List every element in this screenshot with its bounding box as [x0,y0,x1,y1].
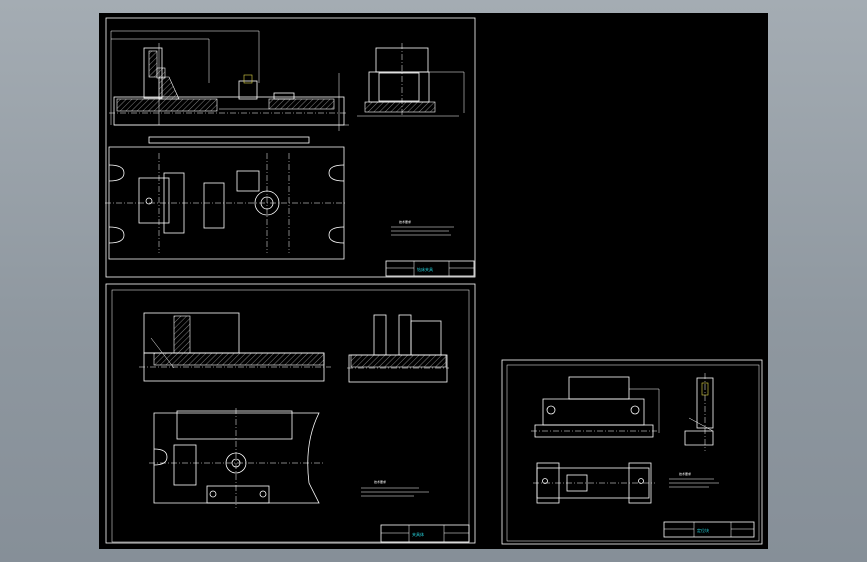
sheet-1-top-view [105,136,347,260]
sheet-1-title-text: 钻床夹具 [417,266,433,272]
sheet-3-title-text: 定位块 [697,527,709,533]
sheet-1-title-block: 钻床夹具 [385,260,475,277]
sheet-1-notes: 技术要求 [391,219,454,236]
sheet-3-border [501,359,763,545]
cad-drawing-canvas[interactable]: 技术要求 钻床夹具 [99,13,768,549]
sheet-2-title-text: 夹具体 [412,531,424,537]
drawing-svg: 技术要求 钻床夹具 [105,17,763,545]
sheet-2-border [105,283,476,544]
sheet-3-front-view [531,376,660,438]
sheet-1-front-view [109,30,349,131]
sheet-2-front-view [139,312,331,382]
sheet-3-part-drawing: 技术要求 定位块 [501,359,763,545]
sheet-3-notes: 技术要求 [669,471,719,488]
sheet-2-side-view [347,314,449,383]
sheet-2-title-block: 夹具体 [380,524,470,543]
sheet-3-top-view [533,462,655,504]
sheet-2-top-view [149,408,324,508]
sheet-1-border [105,17,476,278]
sheet-1-side-view [357,43,465,117]
sheet-2-notes: 技术要求 [361,479,429,497]
sheet-1-assembly-drawing: 技术要求 钻床夹具 [105,17,476,278]
sheet-3-notes-title: 技术要求 [679,471,691,476]
sheet-3-side-view [684,373,714,451]
sheet-2-part-drawing: 技术要求 夹具体 [105,283,476,544]
sheet-1-notes-title: 技术要求 [399,219,411,224]
sheet-3-title-block: 定位块 [663,521,755,538]
sheet-2-notes-title: 技术要求 [374,479,386,484]
